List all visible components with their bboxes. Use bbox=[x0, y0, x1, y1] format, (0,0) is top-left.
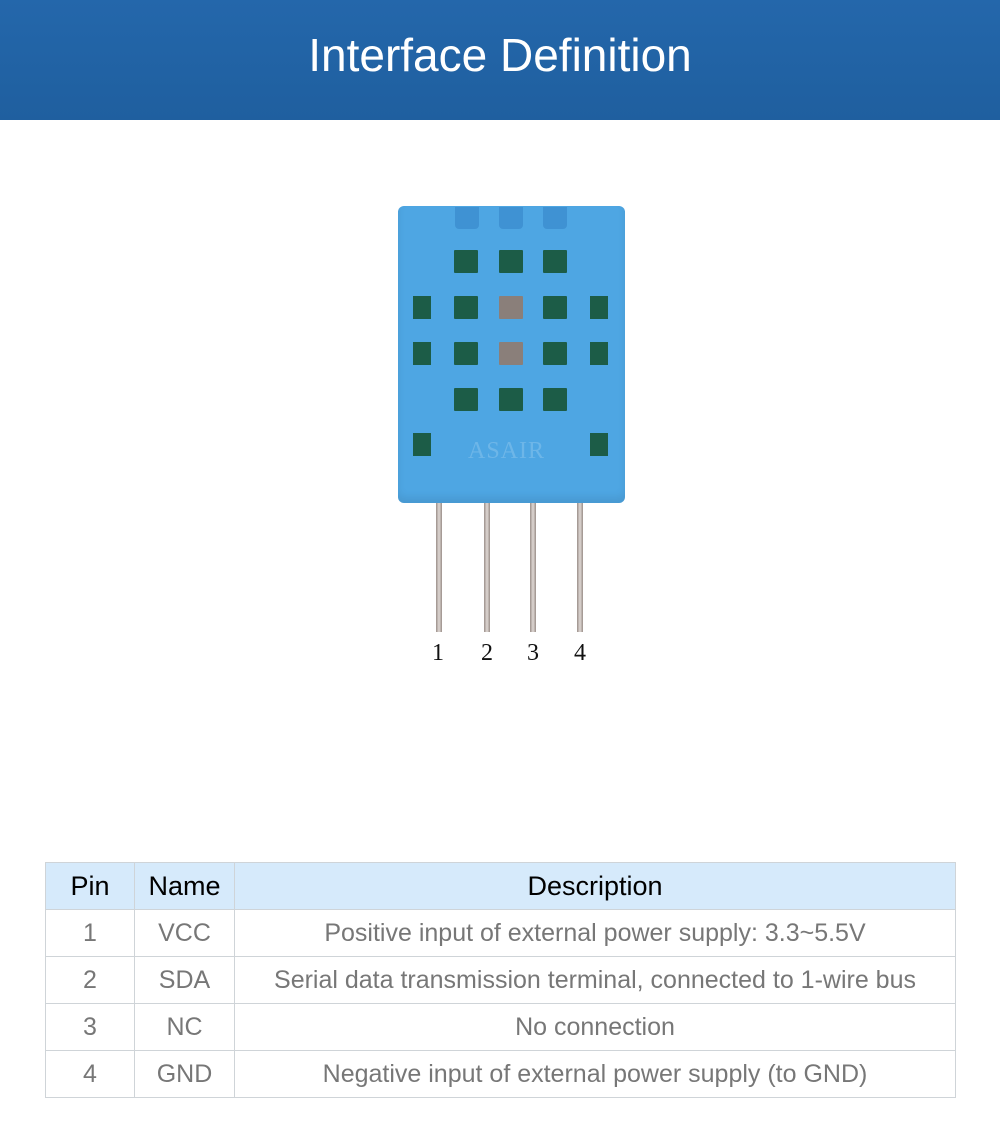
vent-hole bbox=[499, 388, 523, 411]
vent-hole bbox=[499, 250, 523, 273]
pin-lead bbox=[530, 503, 536, 632]
pin-lead bbox=[436, 503, 442, 632]
vent-hole bbox=[590, 433, 608, 456]
header-pin: Pin bbox=[45, 862, 135, 910]
description-cell: Negative input of external power supply … bbox=[234, 1050, 956, 1098]
page-title: Interface Definition bbox=[0, 0, 1000, 120]
vent-hole bbox=[590, 342, 608, 365]
name-cell: GND bbox=[134, 1050, 235, 1098]
name-cell: NC bbox=[134, 1003, 235, 1051]
name-cell: VCC bbox=[134, 909, 235, 957]
sensor-image: ASAIR bbox=[398, 206, 625, 503]
vent-hole bbox=[499, 296, 523, 319]
pin-lead bbox=[484, 503, 490, 632]
pin-cell: 4 bbox=[45, 1050, 135, 1098]
notch bbox=[543, 207, 567, 229]
vent-hole bbox=[499, 342, 523, 365]
pin-label: 3 bbox=[527, 640, 539, 666]
brand-logo: ASAIR bbox=[468, 438, 546, 464]
notch bbox=[499, 207, 523, 229]
description-cell: Positive input of external power supply:… bbox=[234, 909, 956, 957]
description-cell: Serial data transmission terminal, conne… bbox=[234, 956, 956, 1004]
vent-hole bbox=[454, 388, 478, 411]
notch bbox=[455, 207, 479, 229]
vent-hole bbox=[413, 433, 431, 456]
pin-cell: 2 bbox=[45, 956, 135, 1004]
pin-label: 4 bbox=[574, 640, 586, 666]
vent-hole bbox=[590, 296, 608, 319]
vent-hole bbox=[413, 296, 431, 319]
header-name: Name bbox=[134, 862, 235, 910]
pin-label: 1 bbox=[432, 640, 444, 666]
table-header: Pin Name Description bbox=[45, 862, 956, 910]
vent-hole bbox=[543, 296, 567, 319]
vent-hole bbox=[454, 296, 478, 319]
pin-cell: 1 bbox=[45, 909, 135, 957]
description-cell: No connection bbox=[234, 1003, 956, 1051]
vent-hole bbox=[543, 388, 567, 411]
vent-hole bbox=[454, 250, 478, 273]
vent-hole bbox=[413, 342, 431, 365]
pin-cell: 3 bbox=[45, 1003, 135, 1051]
vent-hole bbox=[454, 342, 478, 365]
pin-label: 2 bbox=[481, 640, 493, 666]
header-description: Description bbox=[234, 862, 956, 910]
vent-hole bbox=[543, 342, 567, 365]
vent-hole bbox=[543, 250, 567, 273]
pin-lead bbox=[577, 503, 583, 632]
name-cell: SDA bbox=[134, 956, 235, 1004]
